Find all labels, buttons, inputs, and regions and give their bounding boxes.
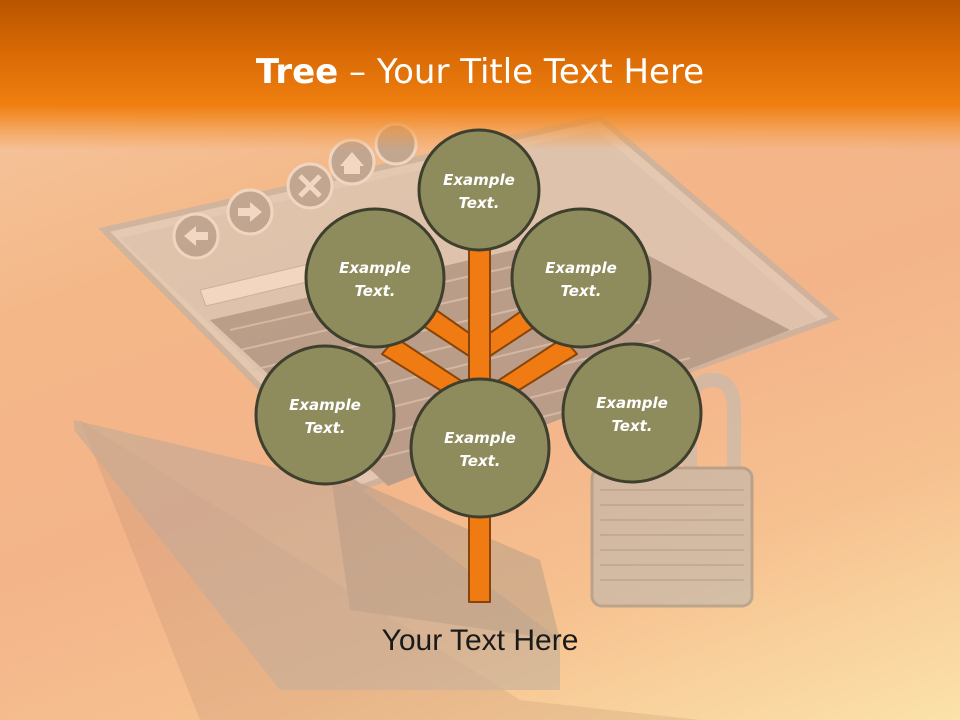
tree-node: Example Text. — [254, 344, 396, 486]
slide-title: Tree – Your Title Text Here — [0, 52, 960, 92]
tree-node: Example Text. — [561, 342, 703, 484]
tree-node: Example Text. — [409, 377, 551, 519]
footer-text: Your Text Here — [381, 624, 579, 657]
node-label-line2: Text. — [458, 194, 499, 212]
node-label-line2: Text. — [354, 282, 395, 300]
title-bold: Tree — [255, 52, 339, 92]
tree-node: Example Text. — [417, 128, 541, 252]
title-rest: – Your Title Text Here — [338, 52, 705, 92]
node-label-line1: Example — [443, 171, 515, 189]
tree-node: Example Text. — [304, 207, 446, 349]
forward-arrow-icon — [226, 188, 274, 236]
node-label-line1: Example — [339, 259, 411, 277]
node-label-line2: Text. — [459, 452, 500, 470]
node-label-line1: Example — [444, 429, 516, 447]
node-label-line1: Example — [596, 394, 668, 412]
header-band — [0, 0, 960, 150]
node-label-line2: Text. — [560, 282, 601, 300]
node-label-line2: Text. — [304, 419, 345, 437]
node-label-line2: Text. — [611, 417, 652, 435]
tree-node: Example Text. — [510, 207, 652, 349]
back-arrow-icon — [172, 212, 220, 260]
node-label-line1: Example — [289, 396, 361, 414]
stop-icon — [286, 162, 334, 210]
node-label-line1: Example — [545, 259, 617, 277]
